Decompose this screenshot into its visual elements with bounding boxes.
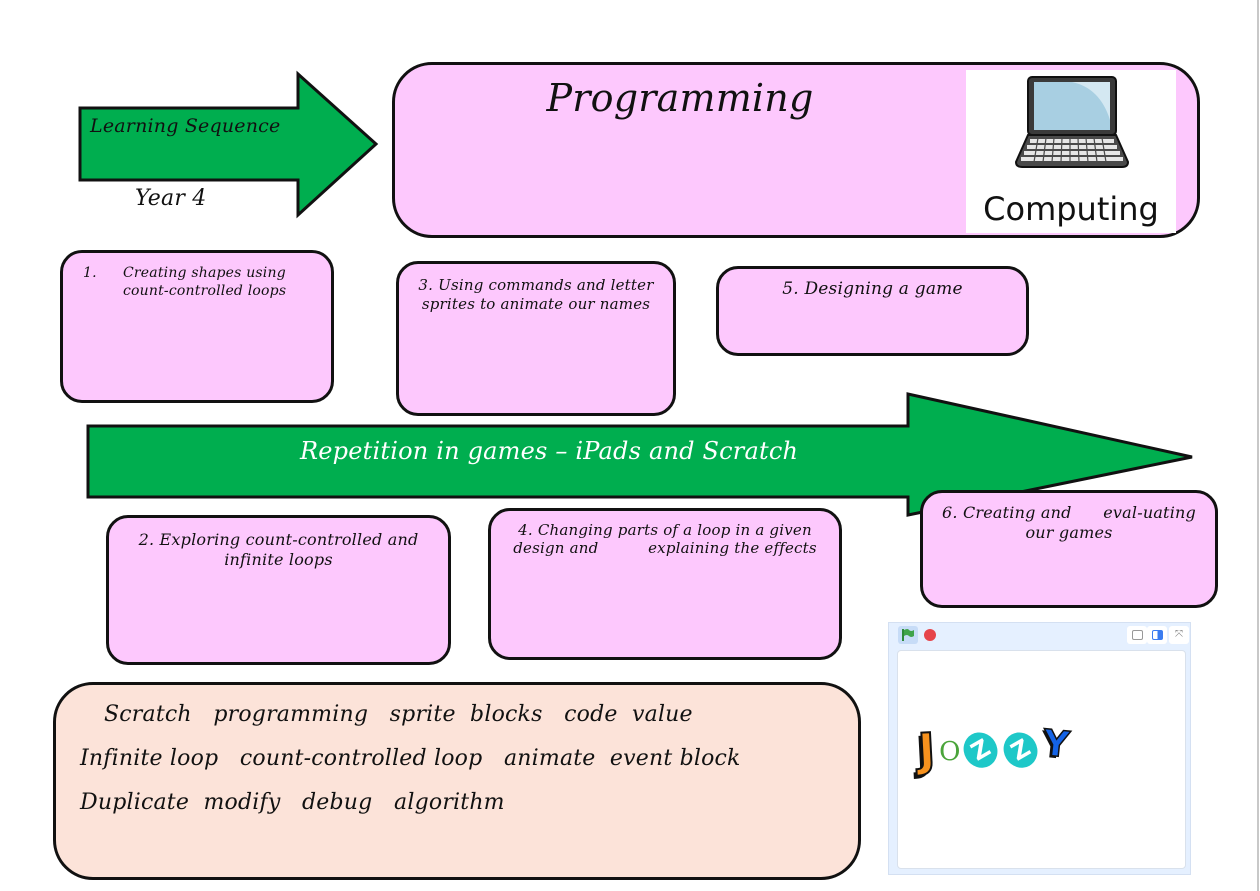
vocabulary-line-2: Infinite loop count-controlled loop anim… — [80, 746, 741, 771]
normal-stage-icon — [1151, 630, 1163, 640]
lesson-2-text: 2. Exploring count-controlled and infini… — [138, 530, 419, 569]
vocabulary-line-1: Scratch programming sprite blocks code v… — [104, 702, 693, 727]
lesson-5-text: 5. Designing a game — [782, 279, 963, 299]
sprite-letter-z-2: Z — [997, 726, 1045, 774]
green-flag-icon — [902, 629, 914, 641]
stop-button[interactable] — [920, 626, 940, 644]
learning-sequence-arrow-shape — [78, 70, 379, 219]
lesson-1-text: Creating shapes using count-controlled l… — [123, 265, 287, 299]
title-box: Programming Computing — [392, 62, 1200, 238]
lesson-3-text: 3. Using commands and letter sprites to … — [418, 276, 654, 313]
learning-sequence-label: Learning Sequence — [90, 115, 281, 137]
sprite-letter-j: J — [916, 722, 938, 779]
computing-subject-card: Computing — [966, 70, 1176, 233]
learning-sequence-arrow — [78, 70, 379, 219]
page-title: Programming — [546, 76, 814, 120]
lesson-6-text: 6. Creating and eval-uating our games — [942, 503, 1202, 542]
page-edge-divider — [1257, 0, 1259, 891]
sprite-letter-y: Y — [1040, 722, 1072, 767]
unit-arrow — [86, 392, 1193, 517]
lesson-4-text: 4. Changing parts of a loop in a given d… — [513, 521, 817, 557]
green-flag-button[interactable] — [898, 626, 918, 644]
vocabulary-line-3: Duplicate modify debug algorithm — [80, 790, 505, 815]
vocabulary-box: Scratch programming sprite blocks code v… — [53, 682, 861, 880]
lesson-1-number: 1. — [83, 265, 97, 281]
sprite-letter-o: O — [939, 737, 961, 767]
computing-label: Computing — [983, 190, 1159, 228]
lesson-4-box: 4. Changing parts of a loop in a given d… — [488, 508, 842, 660]
lesson-3-box: 3. Using commands and letter sprites to … — [396, 261, 676, 416]
stop-icon — [924, 629, 936, 641]
year-label: Year 4 — [135, 186, 207, 211]
sprite-letter-z-1: Z — [957, 726, 1005, 774]
fullscreen-button[interactable]: ⤧ — [1169, 626, 1189, 644]
normal-stage-button[interactable] — [1147, 626, 1167, 644]
laptop-icon — [1014, 76, 1130, 168]
lesson-1-box: 1. Creating shapes using count-controlle… — [60, 250, 334, 403]
fullscreen-icon: ⤧ — [1175, 629, 1183, 640]
lesson-2-box: 2. Exploring count-controlled and infini… — [106, 515, 451, 665]
unit-title: Repetition in games – iPads and Scratch — [300, 437, 799, 465]
unit-arrow-shape — [86, 392, 1193, 517]
lesson-6-box: 6. Creating and eval-uating our games — [920, 490, 1218, 608]
small-stage-button[interactable] — [1127, 626, 1147, 644]
lesson-5-box: 5. Designing a game — [716, 266, 1029, 356]
small-stage-icon — [1131, 630, 1143, 640]
